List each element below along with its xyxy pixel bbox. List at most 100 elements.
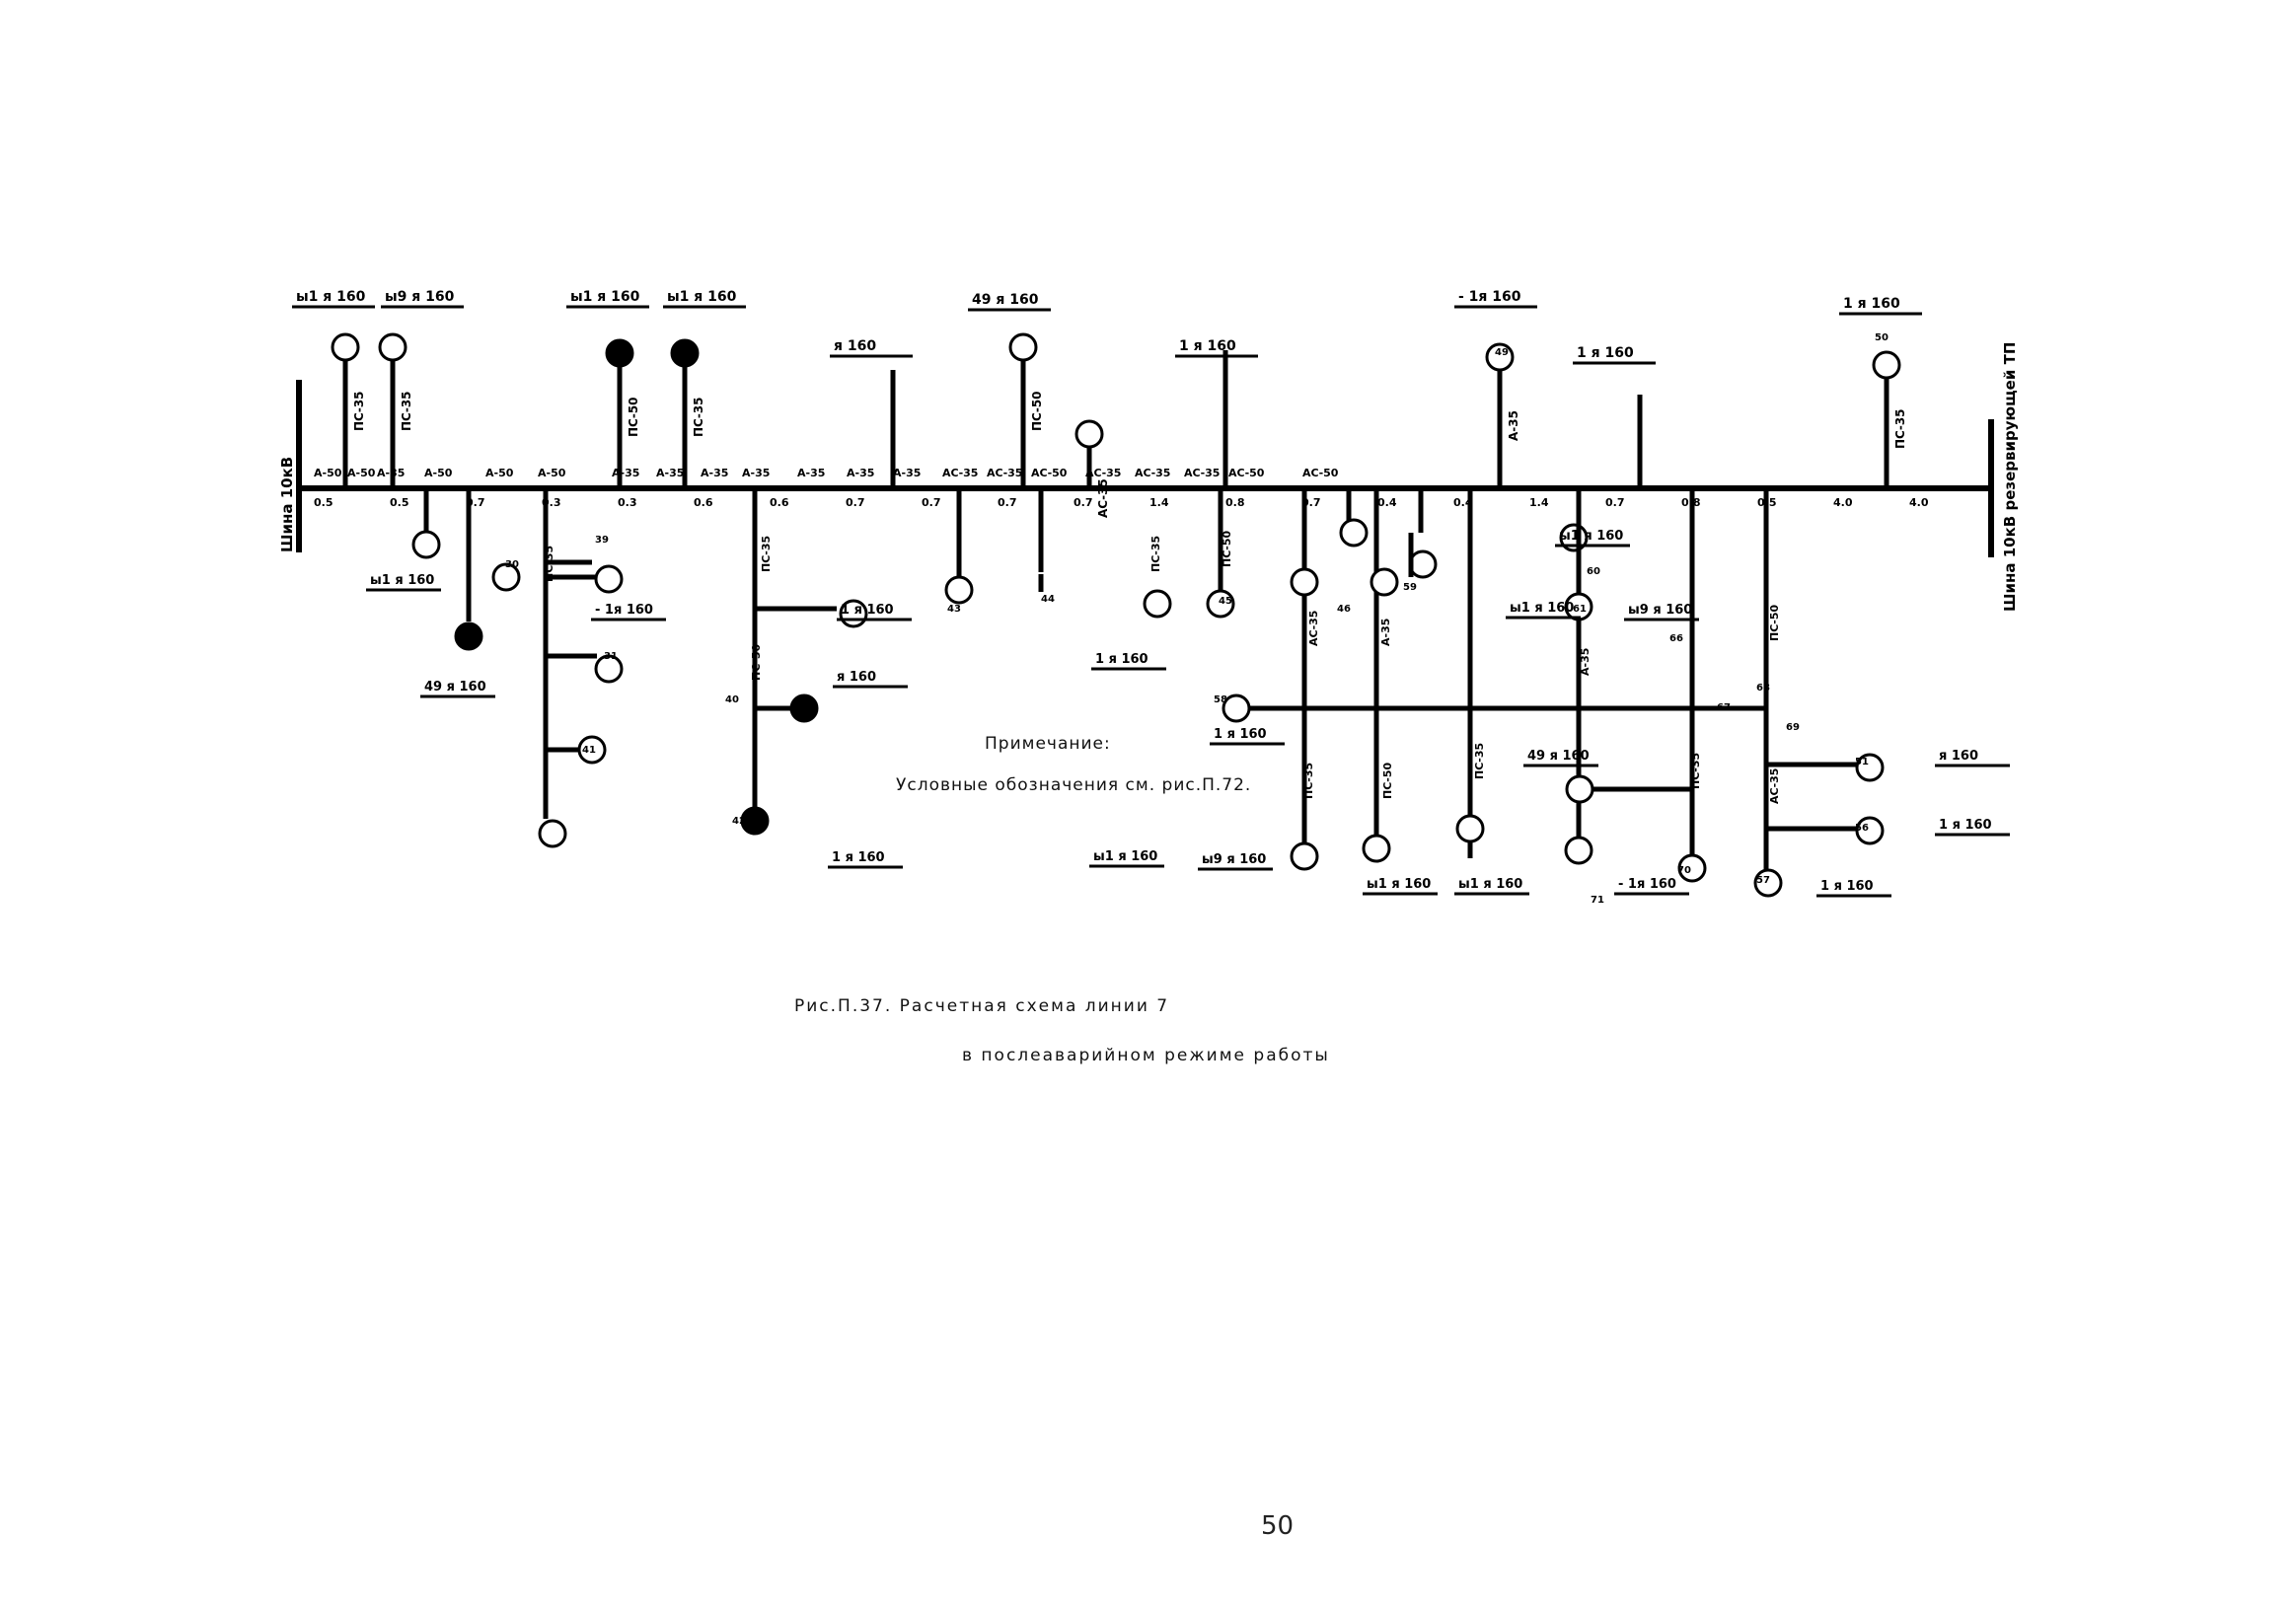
transformer-node [1222, 694, 1251, 723]
segment-label: А-50 [314, 467, 342, 479]
tp-label: я 160 [1939, 749, 1978, 764]
tp-label: ы1 я 160 [1510, 601, 1574, 616]
tp-label: 1 я 160 [1820, 879, 1874, 894]
load-number: 39 [595, 535, 609, 546]
load-number: 46 [1337, 604, 1351, 615]
segment-label: А-35 [893, 467, 921, 479]
segment-label: АС-35 [1085, 467, 1121, 479]
upper-transformer [605, 338, 634, 368]
branch-label: А-35 [1579, 648, 1592, 676]
segment-label: АС-50 [1302, 467, 1339, 479]
branch-label: ПС-35 [760, 536, 773, 572]
tp-label: ы1 я 160 [667, 289, 737, 305]
branch-label: ПС-50 [1381, 763, 1394, 799]
tp-label: 1 я 160 [1843, 296, 1900, 312]
segment-length: 0.6 [770, 496, 789, 509]
caption-line-1: Рис.П.37. Расчетная схема линии 7 [794, 996, 1170, 1016]
branch-label: ПС-35 [543, 546, 555, 582]
upper-transformer [670, 338, 700, 368]
transformer-node [411, 530, 441, 559]
load-number: 57 [1756, 875, 1770, 886]
segment-label: АС-35 [1135, 467, 1170, 479]
tp-label: 1 я 160 [1095, 652, 1148, 667]
segment-label: А-35 [612, 467, 639, 479]
load-number: 58 [1214, 694, 1227, 705]
load-number: 60 [1587, 566, 1600, 577]
branch-label: ПС-50 [1221, 531, 1233, 567]
segment-label: АС-35 [1184, 467, 1220, 479]
segment-length: 4.0 [1833, 496, 1853, 509]
transformer-node [454, 621, 483, 651]
branch-label: ПС-50 [1030, 391, 1044, 431]
transformer-node [1565, 774, 1594, 804]
segment-label: А-50 [424, 467, 453, 479]
segment-length: 1.4 [1149, 496, 1169, 509]
tp-label: ы1 я 160 [296, 289, 366, 305]
load-number: 68 [1756, 683, 1770, 694]
transformer-node [1455, 814, 1485, 843]
segment-length: 0.7 [846, 496, 865, 509]
segment-label: АС-35 [942, 467, 978, 479]
transformer-node [1408, 549, 1438, 579]
left-bus-label: Шина 10кВ [278, 457, 296, 552]
segment-label: А-35 [701, 467, 728, 479]
tp-label: ы1 я 160 [1458, 877, 1522, 892]
segment-label: АС-35 [987, 467, 1022, 479]
segment-length: 0.8 [1225, 496, 1245, 509]
branch-label: А-35 [1507, 410, 1520, 441]
segment-length: 1.4 [1529, 496, 1549, 509]
tp-label: - 1я 160 [595, 603, 653, 618]
transformer-node [1290, 841, 1319, 871]
tp-label: 49 я 160 [972, 292, 1039, 308]
tp-label: ы1 я 160 [370, 573, 434, 588]
transformer-node [740, 806, 770, 836]
segment-length: 4.0 [1909, 496, 1929, 509]
load-number: 43 [947, 604, 961, 615]
transformer-node [1370, 567, 1399, 597]
load-number: 30 [505, 559, 519, 570]
segment-label: АС-50 [1031, 467, 1068, 479]
segment-length: 0.6 [694, 496, 713, 509]
branch-label: АС-35 [1307, 611, 1320, 646]
segment-label: А-35 [847, 467, 874, 479]
caption-line-2: в послеаварийном режиме работы [962, 1046, 1330, 1065]
tp-label: 1 я 160 [1179, 338, 1236, 354]
tp-label: ы9 я 160 [385, 289, 455, 305]
tp-label: 1 я 160 [841, 603, 894, 618]
transformer-node [1290, 567, 1319, 597]
branch-label: ПС-35 [1302, 763, 1315, 799]
load-number: 50 [1875, 332, 1889, 343]
tp-label: ы1 я 160 [1093, 849, 1157, 864]
branch-label: ПС-50 [627, 397, 640, 437]
branch-label: АС-35 [1096, 478, 1110, 518]
load-number: 40 [725, 694, 739, 705]
tp-label: ы1 я 160 [570, 289, 640, 305]
segment-length: 0.7 [1605, 496, 1625, 509]
page-number: 50 [1261, 1511, 1295, 1541]
transformer-node [1362, 834, 1391, 863]
load-number: 49 [1495, 347, 1509, 358]
transformer-node [944, 575, 974, 605]
upper-transformer [331, 332, 360, 362]
transformer-node [789, 694, 819, 723]
branch-label: АС-35 [1768, 768, 1781, 804]
branch-label: ПС-50 [1768, 605, 1781, 641]
tp-label: - 1я 160 [1458, 289, 1521, 305]
tp-label: 1 я 160 [1939, 818, 1992, 833]
transformer-node [1143, 589, 1172, 619]
branch-label: ПС-35 [1689, 753, 1702, 789]
branch-label: ПС-50 [750, 644, 763, 681]
load-number: 31 [604, 651, 618, 662]
load-number: 44 [1041, 594, 1055, 605]
tp-label: 1 я 160 [1577, 345, 1634, 361]
load-number: 41 [582, 745, 596, 756]
tp-label: 1 я 160 [1214, 727, 1267, 742]
tp-label: ы9 я 160 [1628, 603, 1692, 618]
tp-label: ы1 я 160 [1559, 529, 1623, 544]
segment-label: А-35 [742, 467, 770, 479]
tp-label: я 160 [834, 338, 876, 354]
transformer-node [491, 562, 521, 592]
load-number: 56 [1855, 823, 1869, 834]
transformer-node [1339, 518, 1369, 548]
